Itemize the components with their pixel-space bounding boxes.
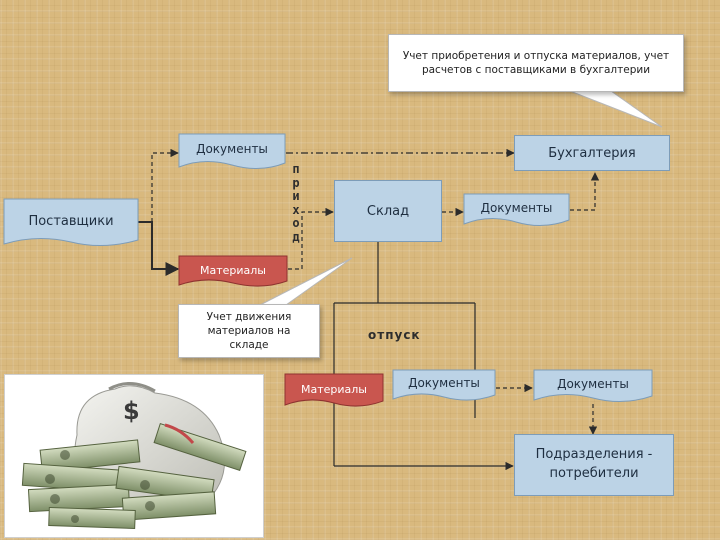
- suppliers-label: Поставщики: [28, 213, 114, 229]
- materials-top-label: Материалы: [200, 263, 266, 277]
- warehouse-callout: Учет движения материалов на складе: [178, 304, 320, 358]
- money-bag-illustration: $: [21, 382, 247, 530]
- top-callout-text: Учет приобретения и отпуска материалов, …: [402, 49, 670, 76]
- documents-bottom-right-label: Документы: [557, 377, 629, 391]
- documents-bottom-mid-box: Документы: [392, 369, 496, 405]
- warehouse-label: Склад: [366, 203, 410, 219]
- materials-top-box: Материалы: [178, 255, 288, 291]
- warehouse-callout-text: Учет движения материалов на складе: [206, 310, 292, 352]
- documents-top-label: Документы: [196, 142, 268, 156]
- top-callout: Учет приобретения и отпуска материалов, …: [388, 34, 684, 92]
- materials-top-shape: [178, 255, 288, 287]
- suppliers-box: Поставщики: [3, 198, 139, 252]
- documents-top-shape: [178, 133, 286, 169]
- arrow-materials-to-warehouse: [288, 207, 334, 270]
- money-bag-image: $: [4, 374, 264, 538]
- documents-bottom-mid-shape: [392, 369, 496, 401]
- accounting-label: Бухгалтерия: [548, 145, 636, 161]
- materials-bottom-shape: [284, 373, 384, 407]
- documents-right-shape: [463, 193, 570, 226]
- otpusk-label: отпуск: [368, 328, 421, 342]
- suppliers-shape: [3, 198, 139, 247]
- dollar-sign: $: [123, 397, 140, 425]
- departments-label: Подразделения - потребители: [535, 447, 653, 481]
- documents-bottom-right-shape: [533, 369, 653, 402]
- documents-bottom-right-box: Документы: [533, 369, 653, 407]
- arrow-suppliers-to-materials: [138, 221, 180, 276]
- documents-right-label: Документы: [480, 200, 553, 215]
- prihod-label: п р и х о д: [292, 162, 300, 244]
- departments-box: Подразделения - потребители: [514, 434, 674, 496]
- warehouse-box: Склад: [334, 180, 442, 242]
- materials-bottom-box: Материалы: [284, 373, 384, 411]
- arrow-documents-to-accounting-right: [570, 172, 600, 211]
- documents-bottom-mid-label: Документы: [408, 376, 480, 390]
- accounting-box: Бухгалтерия: [514, 135, 670, 171]
- materials-bottom-label: Материалы: [301, 382, 367, 396]
- documents-right-box: Документы: [463, 193, 570, 231]
- documents-top-box: Документы: [178, 133, 286, 175]
